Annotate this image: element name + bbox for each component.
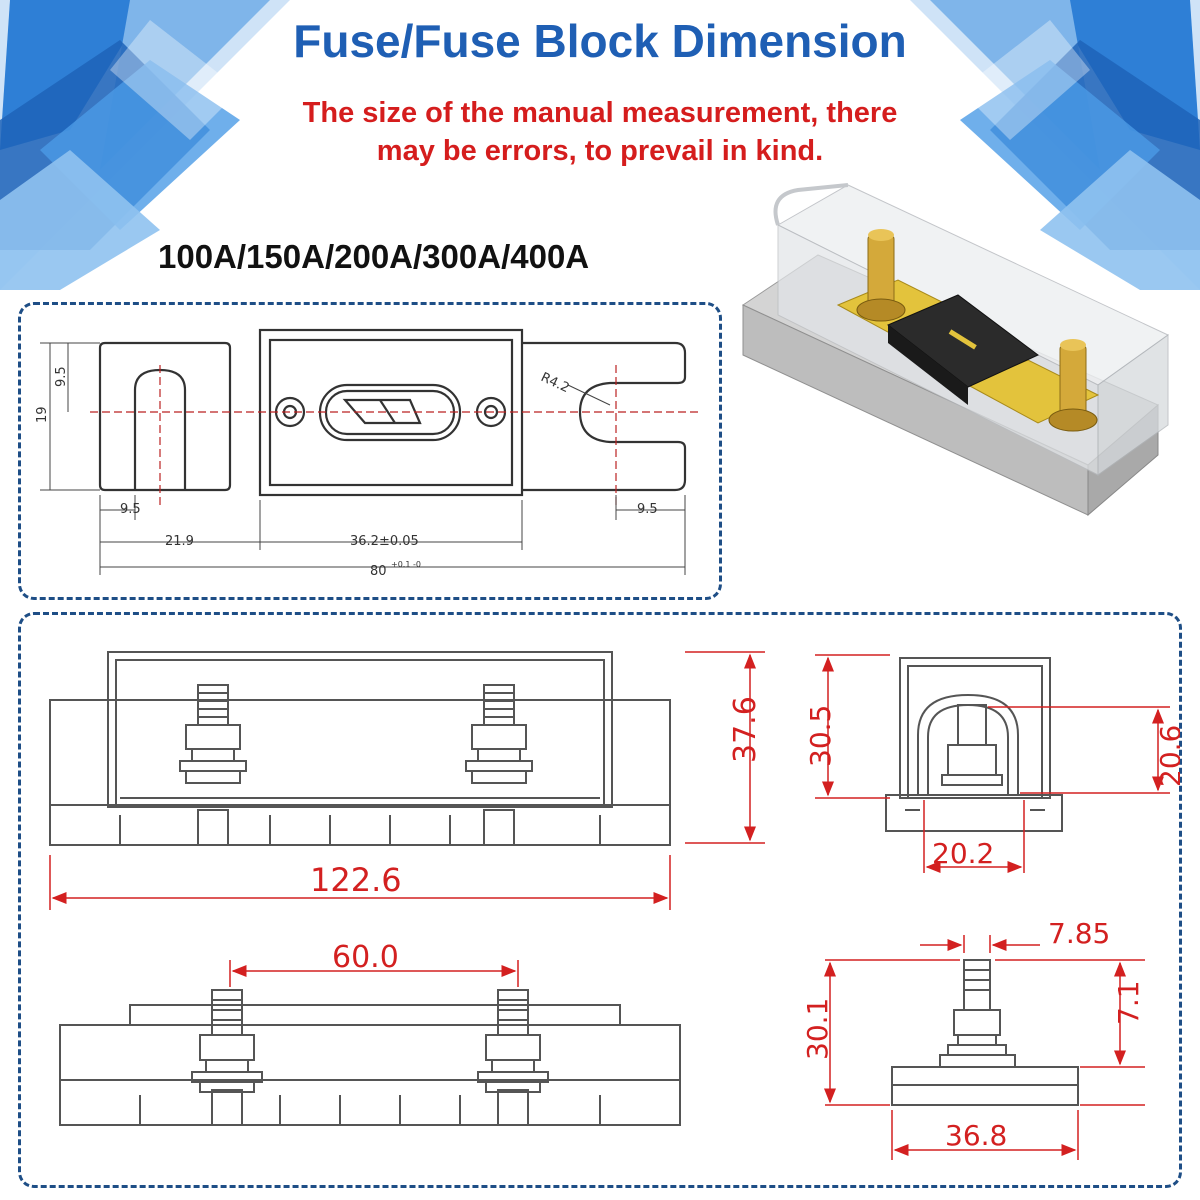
side-dim-height: 30.5	[804, 705, 837, 767]
disclaimer-line-1: The size of the manual measurement, ther…	[302, 97, 898, 129]
side-dim-width: 20.2	[932, 837, 994, 870]
disclaimer-line-2: may be errors, to prevail in kind.	[376, 135, 824, 167]
fuse-dim-19: 19	[35, 406, 50, 423]
page-title: Fuse/Fuse Block Dimension	[293, 15, 907, 67]
end-dim-height: 30.1	[801, 998, 834, 1060]
fuse-dimension-panel	[18, 302, 722, 600]
fuse-dim-r4-2: R4.2	[538, 370, 571, 396]
fuse-drawing: 19 9.5 9.5 21.9 36.2±0.05 80 +0.1 -0 9.5…	[35, 328, 700, 579]
fuse-dim-9-5-left: 9.5	[120, 502, 141, 517]
end-dim-stud: 7.1	[1112, 980, 1145, 1025]
block-dimension-panel	[18, 612, 1182, 1188]
fuse-block-drawings: 37.6 122.6 30.5 20.6 20.2	[49, 651, 1180, 1160]
fuse-dim-9-5-right: 9.5	[637, 502, 658, 517]
fuse-dim-36-2: 36.2±0.05	[350, 534, 419, 549]
decorative-corner-right	[910, 0, 1200, 290]
fuse-dim-80-tolerance: +0.1 -0	[391, 560, 421, 569]
fuse-dim-80: 80	[370, 564, 387, 579]
fuse-dim-21-9: 21.9	[165, 534, 194, 549]
end-dim-thread: 7.85	[1048, 917, 1110, 950]
fuse-holder-photo	[741, 183, 1169, 517]
block-dim-stud-spacing: 60.0	[332, 940, 399, 975]
block-dim-length: 122.6	[310, 861, 402, 899]
side-dim-inner: 20.6	[1154, 725, 1180, 787]
block-dim-height: 37.6	[728, 696, 763, 763]
decorative-corner-left	[0, 0, 290, 290]
end-dim-width: 36.8	[945, 1119, 1007, 1152]
disclaimer-text: The size of the manual measurement, ther…	[0, 94, 1200, 170]
fuse-dim-9-5-vertical: 9.5	[54, 366, 69, 387]
amperage-ratings: 100A/150A/200A/300A/400A	[158, 238, 590, 275]
